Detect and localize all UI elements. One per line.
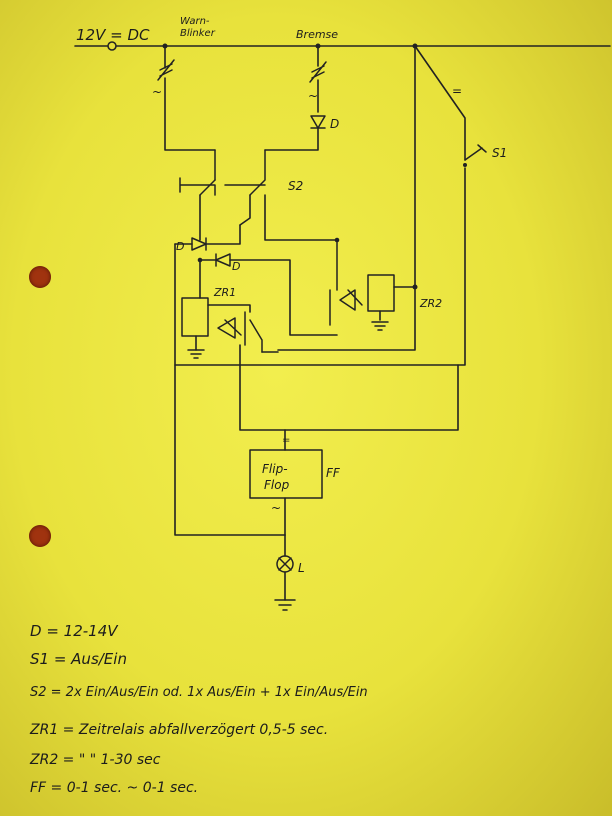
left-main-wire (174, 243, 286, 536)
s2-switch (179, 149, 338, 241)
flipflop-box (249, 364, 459, 536)
supply-rail (74, 41, 611, 51)
note-d: D = 12-14V (30, 622, 118, 640)
label-tilde-ff: ~ (271, 501, 281, 515)
punch-hole-top (29, 266, 51, 288)
note-ff: FF = 0-1 sec. ~ 0-1 sec. (30, 780, 199, 796)
label-supply: 12V = DC (76, 26, 150, 44)
label-s2: S2 (288, 179, 303, 193)
note-s1: S1 = Aus/Ein (30, 650, 127, 668)
label-eq-top: = (452, 84, 462, 98)
zr1-relay (181, 259, 286, 431)
label-bremse: Bremse (296, 28, 338, 41)
label-ff-box-1: Flip- (262, 462, 288, 476)
label-eq-ff: = (282, 435, 290, 446)
lamp (274, 534, 296, 611)
label-ff-box-2: Flop (264, 478, 290, 492)
diode-pair (174, 224, 338, 336)
label-zr2: ZR2 (419, 297, 442, 310)
label-warnblinker: Warn- (180, 16, 210, 27)
label-tilde-warn: ~ (152, 85, 162, 99)
label-lamp: L (298, 561, 305, 575)
bremse-branch (264, 43, 327, 151)
warnblinker-branch (157, 43, 216, 151)
label-d-mid: D (232, 260, 240, 273)
label-zr1: ZR1 (213, 286, 236, 299)
zr2-relay (329, 237, 416, 331)
label-d-upper: D (330, 117, 339, 131)
s1-branch (174, 43, 487, 366)
label-warnblinker-2: Blinker (180, 28, 216, 39)
punch-hole-bottom (29, 525, 51, 547)
label-tilde-bremse: ~ (308, 89, 318, 103)
note-zr1: ZR1 = Zeitrelais abfallverzögert 0,5-5 s… (30, 722, 329, 738)
label-ff: FF (326, 466, 341, 480)
label-s1: S1 (492, 146, 507, 160)
note-s2: S2 = 2x Ein/Aus/Ein od. 1x Aus/Ein + 1x … (30, 685, 368, 700)
label-d-left: D (176, 240, 184, 253)
note-zr2: ZR2 = " " 1-30 sec (30, 752, 161, 768)
